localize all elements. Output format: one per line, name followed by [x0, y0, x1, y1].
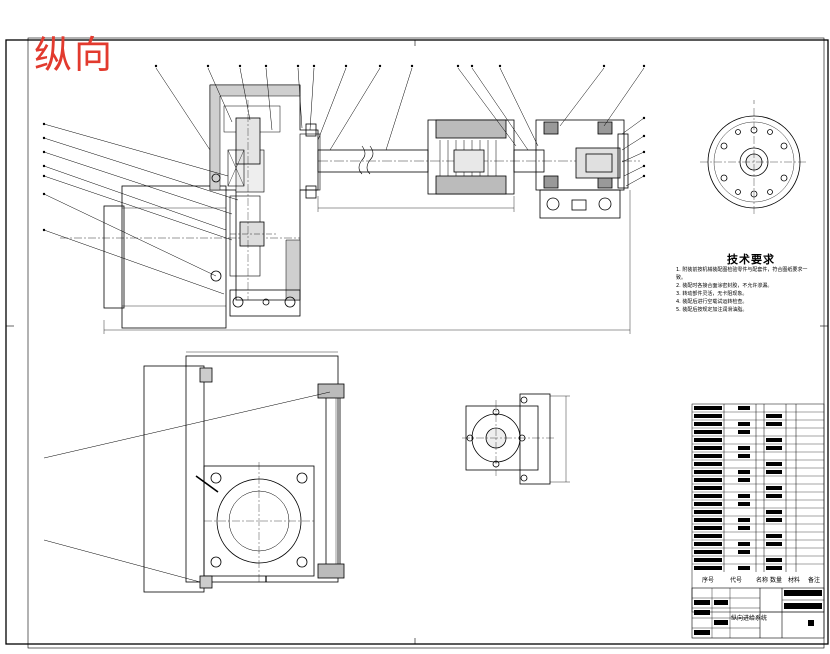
parts-list-cell-mark	[738, 478, 750, 482]
parts-list-header-material: 材料	[788, 577, 801, 584]
parts-list-cell-mark	[694, 414, 722, 418]
parts-list-cell-mark	[694, 542, 722, 546]
parts-list-cell-mark	[766, 558, 782, 562]
parts-list-cell-mark	[738, 526, 750, 530]
parts-list-cell-mark	[694, 550, 722, 554]
parts-list-cell-mark	[738, 502, 750, 506]
zone-ticks	[6, 40, 828, 644]
parts-list-cell-mark	[694, 462, 722, 466]
orientation-stamp: 纵向	[34, 33, 115, 77]
parts-list-cell-mark	[766, 446, 782, 450]
title-block-fill	[694, 590, 822, 635]
parts-list-cell-mark	[738, 542, 750, 546]
parts-list-header-name: 名称	[756, 577, 769, 584]
parts-list-cell-mark	[694, 510, 722, 514]
parts-list-cell-mark	[694, 430, 722, 434]
requirement-item: 4. 装配后进行空载试运转检查。	[676, 299, 748, 305]
parts-list-cell-mark	[694, 446, 722, 450]
parts-list-cell-mark	[694, 478, 722, 482]
parts-list-cell-mark	[694, 558, 722, 562]
parts-list-cell-mark	[766, 534, 782, 538]
parts-list-cell-mark	[766, 462, 782, 466]
parts-list-cell-mark	[694, 534, 722, 538]
requirement-item: 2. 装配时各接合面涂密封胶，不允许渗漏。	[676, 283, 773, 289]
parts-list-cell-mark	[694, 422, 722, 426]
parts-list-cell-mark	[738, 446, 750, 450]
parts-list-cell-mark	[694, 486, 722, 490]
parts-list-cell-mark	[694, 494, 722, 498]
parts-list-cell-text	[694, 406, 782, 570]
parts-list-cell-mark	[738, 422, 750, 426]
parts-list-cell-mark	[694, 454, 722, 458]
requirement-item: 3. 转动部件灵活，无卡阻现象。	[676, 291, 748, 297]
technical-requirements-list: 1. 附装前按机械装配图检验零件与配套件，符合图纸要求一致。 2. 装配时各接合…	[676, 266, 814, 314]
parts-list-cell-mark	[766, 518, 782, 522]
parts-list-cell-mark	[738, 566, 750, 570]
requirement-item: 5. 装配后按规定加注润滑油脂。	[676, 307, 748, 313]
main-section-view	[60, 84, 640, 334]
parts-list-header-qty: 数量	[770, 577, 783, 584]
bearing-end-view	[462, 393, 570, 485]
parts-list-cell-mark	[738, 470, 750, 474]
parts-list-cell-mark	[766, 566, 782, 570]
parts-list-cell-mark	[738, 430, 750, 434]
parts-list-cell-mark	[766, 438, 782, 442]
parts-list-cell-mark	[766, 486, 782, 490]
parts-list-cell-mark	[766, 542, 782, 546]
parts-list-cell-mark	[694, 406, 722, 410]
title-block	[691, 587, 825, 639]
parts-list-cell-mark	[694, 470, 722, 474]
parts-list-cell-mark	[694, 526, 722, 530]
parts-list-cell-mark	[738, 454, 750, 458]
part-number-dots	[42, 64, 646, 232]
parts-list-header-code: 代号	[730, 577, 743, 584]
parts-list-cell-mark	[694, 566, 722, 570]
end-view-flange	[700, 100, 808, 216]
requirement-item: 1. 附装前按机械装配图检验零件与配套件，符合图纸要求一致。	[676, 267, 808, 281]
parts-list-rows	[692, 411, 824, 565]
parts-list-cell-mark	[738, 406, 750, 410]
sheet-outer-border	[5, 39, 829, 645]
parts-list-header-number: 序号	[702, 577, 715, 584]
plan-view	[143, 351, 345, 593]
leader-lines-main	[43, 67, 645, 295]
parts-list-cell-mark	[766, 414, 782, 418]
parts-list-cell-mark	[694, 518, 722, 522]
parts-list-cell-mark	[766, 510, 782, 514]
lower-bracket	[229, 289, 301, 317]
parts-list-cell-mark	[738, 518, 750, 522]
parts-list-cell-mark	[694, 438, 722, 442]
parts-list-cell-mark	[766, 470, 782, 474]
parts-list-table	[691, 403, 825, 613]
leader-lines-plan	[43, 391, 331, 583]
parts-list-cell-mark	[766, 422, 782, 426]
drawing-name: 纵向进给系统	[731, 615, 768, 622]
parts-list-cell-mark	[694, 502, 722, 506]
parts-list-cell-mark	[738, 550, 750, 554]
parts-list-cell-mark	[738, 494, 750, 498]
technical-requirements-title: 技术要求	[727, 253, 775, 266]
sheet-inner-border	[27, 37, 825, 649]
parts-list-cell-mark	[766, 494, 782, 498]
motor-body	[121, 185, 227, 329]
parts-list-header-remark: 备注	[808, 577, 821, 584]
